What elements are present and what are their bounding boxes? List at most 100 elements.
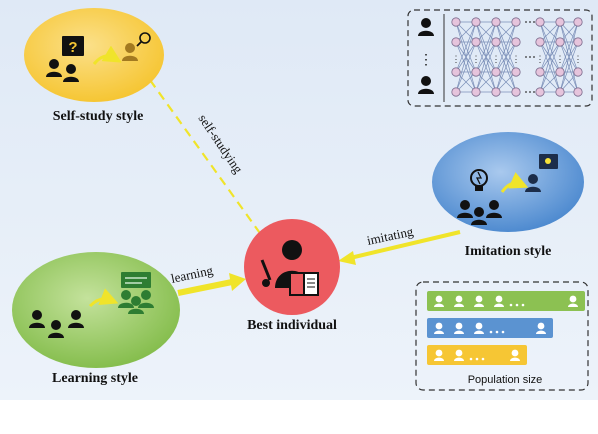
- searching-person-icon: [122, 32, 151, 61]
- learning-label: Learning style: [52, 371, 138, 386]
- nn-node: [471, 87, 481, 97]
- nn-vertical-ellipsis: ⋮: [536, 54, 545, 64]
- nn-node: [555, 37, 565, 47]
- nn-ellipsis-dot: [533, 56, 535, 58]
- nn-edge: [495, 21, 517, 43]
- self-study-label: Self-study style: [53, 109, 144, 124]
- question-icon: ?: [62, 36, 84, 56]
- svg-text:?: ?: [68, 39, 77, 56]
- nn-edge: [455, 21, 477, 93]
- nn-ellipsis-dot: [525, 91, 527, 93]
- nn-node: [471, 17, 481, 27]
- nn-edge: [539, 21, 561, 73]
- nn-node: [535, 37, 545, 47]
- learning-ellipse: [12, 252, 180, 368]
- imitation-node: [432, 132, 584, 232]
- population-ellipsis-dot: [501, 330, 505, 334]
- book-icon: [289, 272, 319, 296]
- nn-edge: [495, 41, 517, 93]
- nn-edge: [475, 21, 497, 73]
- nn-node: [555, 67, 565, 77]
- nn-node: [555, 87, 565, 97]
- nn-node: [491, 37, 501, 47]
- population-row: [427, 291, 585, 311]
- population-ellipsis-dot: [509, 303, 513, 307]
- nn-edge: [455, 41, 477, 93]
- nn-edge: [475, 41, 497, 93]
- imitating-edge-arrow: [338, 230, 461, 265]
- nn-node: [451, 17, 461, 27]
- idea-person-icon: [525, 154, 558, 192]
- nn-node: [535, 17, 545, 27]
- neural-network-graph: ⋮⋮⋮⋮⋮⋮⋮: [451, 17, 583, 97]
- nn-node: [451, 67, 461, 77]
- nn-vertical-ellipsis: ⋮: [556, 54, 565, 64]
- nn-edge: [559, 21, 579, 73]
- imitation-label: Imitation style: [465, 244, 552, 259]
- nn-vertical-ellipsis: ⋮: [452, 54, 461, 64]
- learning-node: [12, 252, 180, 368]
- population-size-label: Population size: [468, 374, 543, 386]
- population-ellipsis-dot: [475, 357, 479, 361]
- nn-node: [491, 87, 501, 97]
- nn-edge: [539, 21, 561, 93]
- population-row: [427, 345, 527, 365]
- lightbulb-icon: [470, 169, 488, 191]
- nn-edge: [559, 41, 579, 93]
- nn-vertical-ellipsis: ⋮: [492, 54, 501, 64]
- nn-edge: [495, 21, 517, 93]
- nn-edge: [475, 21, 497, 43]
- nn-ellipsis-dot: [529, 56, 531, 58]
- nn-edge: [475, 21, 497, 93]
- nn-ellipsis-dot: [525, 56, 527, 58]
- learning-arrow-icon: [88, 288, 119, 308]
- self-study-ellipse: [24, 8, 164, 102]
- nn-node: [491, 17, 501, 27]
- nn-ellipsis-dot: [533, 91, 535, 93]
- imitation-ellipse: [432, 132, 584, 232]
- nn-node: [555, 17, 565, 27]
- best-individual-node: [244, 219, 340, 315]
- population-panel: [415, 281, 589, 391]
- population-rows: [427, 291, 585, 365]
- nn-edge: [455, 71, 477, 93]
- nn-node: [471, 67, 481, 77]
- nn-edge: [475, 71, 497, 93]
- best-individual-label: Best individual: [247, 318, 337, 333]
- population-row: [427, 318, 553, 338]
- nn-node: [573, 17, 583, 27]
- nn-node: [573, 37, 583, 47]
- population-ellipsis-dot: [489, 330, 493, 334]
- nn-node: [535, 67, 545, 77]
- nn-ellipsis-dot: [525, 21, 527, 23]
- nn-edge: [495, 71, 517, 93]
- nn-edge: [539, 71, 561, 93]
- nn-edge: [455, 21, 477, 73]
- self-study-edge: [149, 79, 263, 237]
- self-study-arrow-icon: [92, 45, 122, 65]
- svg-text:⋮: ⋮: [419, 53, 433, 68]
- nn-node: [451, 87, 461, 97]
- nn-edge: [539, 41, 561, 93]
- nn-ellipsis-dot: [529, 21, 531, 23]
- nn-edge: [455, 21, 477, 43]
- nn-ellipsis-dot: [533, 21, 535, 23]
- nn-node: [491, 67, 501, 77]
- nn-ellipsis-dot: [529, 91, 531, 93]
- neural-network-panel: ⋮ ⋮⋮⋮⋮⋮⋮⋮: [407, 9, 593, 107]
- nn-node: [511, 37, 521, 47]
- nn-node: [573, 87, 583, 97]
- nn-edge: [495, 21, 517, 73]
- nn-node: [511, 17, 521, 27]
- nn-node: [511, 67, 521, 77]
- population-ellipsis-dot: [495, 330, 499, 334]
- learning-edge-arrow: [177, 273, 246, 296]
- self-study-node: ?: [24, 8, 164, 102]
- population-ellipsis-dot: [515, 303, 519, 307]
- nn-node: [535, 87, 545, 97]
- population-ellipsis-dot: [469, 357, 473, 361]
- nn-node: [451, 37, 461, 47]
- nn-node: [511, 87, 521, 97]
- nn-edge: [559, 21, 579, 93]
